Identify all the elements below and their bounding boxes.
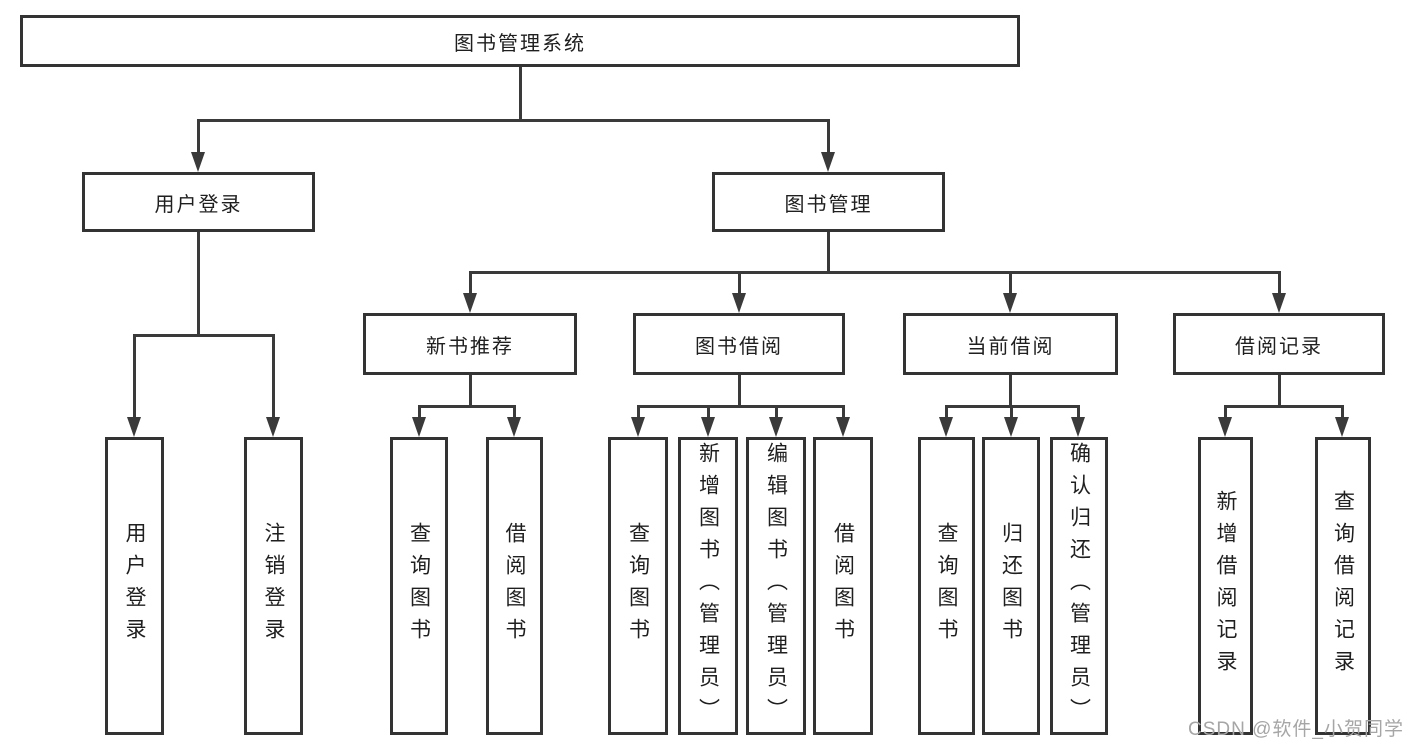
leaf-confirm-return-admin: 确认归还（管理员） [1050, 437, 1108, 735]
leaf-query-borrow-record: 查询借阅记录 [1315, 437, 1371, 735]
arrow-down-icon [701, 417, 715, 437]
arrow-down-icon [463, 293, 477, 313]
arrow-down-icon [1003, 293, 1017, 313]
arrow-down-icon [939, 417, 953, 437]
leaf-query-books-current: 查询图书 [918, 437, 975, 735]
arrow-down-icon [769, 417, 783, 437]
arrow-down-icon [1272, 293, 1286, 313]
leaf-borrow-books-newbook: 借阅图书 [486, 437, 543, 735]
leaf-add-borrow-record: 新增借阅记录 [1198, 437, 1253, 735]
node-root-system: 图书管理系统 [20, 15, 1020, 67]
leaf-add-books-admin: 新增图书（管理员） [678, 437, 738, 735]
leaf-borrow-books: 借阅图书 [813, 437, 873, 735]
arrow-down-icon [412, 417, 426, 437]
arrow-down-icon [836, 417, 850, 437]
arrow-down-icon [507, 417, 521, 437]
arrow-down-icon [1071, 417, 1085, 437]
leaf-return-books: 归还图书 [982, 437, 1040, 735]
arrow-down-icon [631, 417, 645, 437]
arrow-down-icon [191, 152, 205, 172]
leaf-logout: 注销登录 [244, 437, 303, 735]
node-new-book-recommend: 新书推荐 [363, 313, 577, 375]
arrow-down-icon [1004, 417, 1018, 437]
node-borrow-records: 借阅记录 [1173, 313, 1385, 375]
arrow-down-icon [821, 152, 835, 172]
arrow-down-icon [266, 417, 280, 437]
leaf-query-books-newbook: 查询图书 [390, 437, 448, 735]
node-book-borrowing: 图书借阅 [633, 313, 845, 375]
leaf-user-login: 用户登录 [105, 437, 164, 735]
node-current-borrowing: 当前借阅 [903, 313, 1118, 375]
csdn-watermark: CSDN @软件_小贺同学 [1188, 719, 1404, 740]
arrow-down-icon [1218, 417, 1232, 437]
leaf-edit-books-admin: 编辑图书（管理员） [746, 437, 806, 735]
leaf-query-books-borrow: 查询图书 [608, 437, 668, 735]
arrow-down-icon [127, 417, 141, 437]
arrow-down-icon [732, 293, 746, 313]
node-user-login-module: 用户登录 [82, 172, 315, 232]
node-book-management-module: 图书管理 [712, 172, 945, 232]
arrow-down-icon [1335, 417, 1349, 437]
